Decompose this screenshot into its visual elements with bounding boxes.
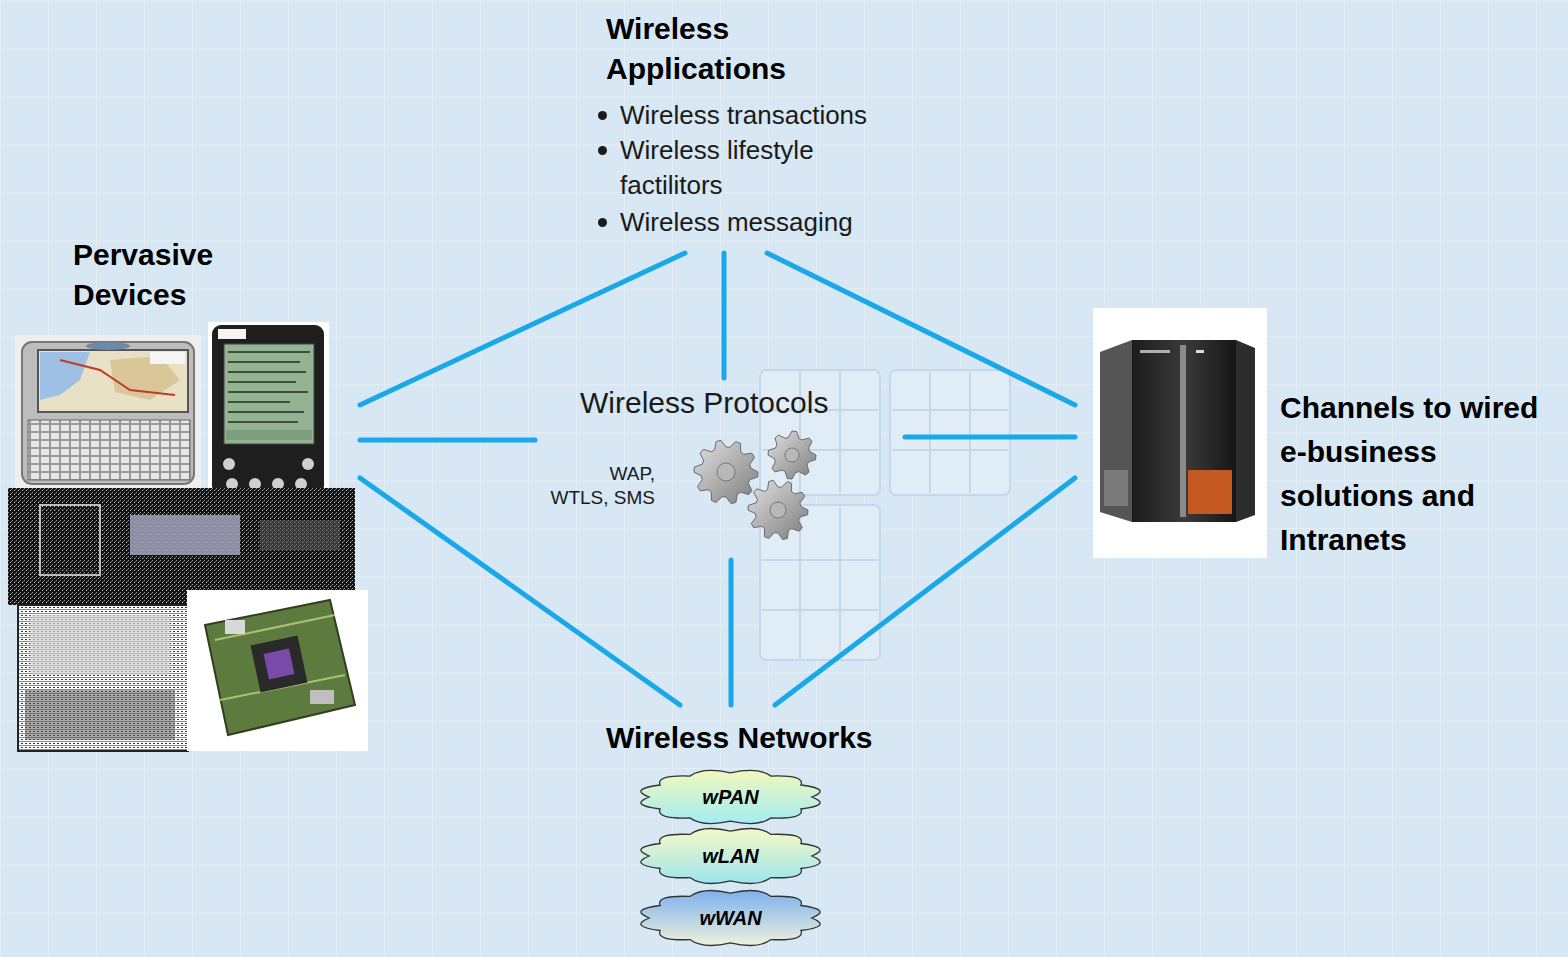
connector-line (360, 253, 685, 405)
pervasive-device-pictures-part (130, 515, 240, 555)
server-picture (1093, 308, 1267, 558)
pervasive-device-pictures-part (18, 605, 188, 751)
pervasive-device-pictures-part (187, 590, 368, 751)
server-picture-part (1093, 308, 1267, 558)
pervasive-device-pictures-part (225, 620, 245, 634)
cloud-label: wPAN (702, 785, 758, 809)
protocol-list: WAP, WTLS, SMS (547, 462, 655, 510)
pervasive-device-pictures-part (215, 615, 345, 700)
network-cloud: wPAN (633, 766, 828, 828)
pervasive-device-pictures-part (60, 360, 175, 395)
gear-icon (694, 431, 816, 540)
pervasive-device-pictures-part (205, 600, 355, 735)
group-heading: Channels to wired e-business solutions a… (1280, 386, 1562, 562)
device-group: Pervasive Devices (10, 230, 360, 752)
group-heading: Wireless Protocols (580, 383, 890, 423)
server-picture-part (1196, 350, 1204, 353)
bullet-item: Wireless lifestyle factilitors (597, 133, 897, 203)
gear-wheel (694, 440, 758, 503)
cloud-outline-path (641, 770, 820, 823)
connector-line (905, 435, 1075, 440)
connector-line (729, 560, 734, 705)
pervasive-device-pictures-part (218, 329, 246, 339)
pervasive-device-pictures-part (18, 605, 188, 751)
server-picture-part (1132, 340, 1236, 522)
pervasive-device-pictures-part (40, 505, 100, 575)
server-picture-part (1104, 470, 1128, 506)
pervasive-device-pictures-part (30, 615, 170, 675)
pervasive-device-pictures-part (40, 352, 90, 400)
connector-line (360, 478, 680, 705)
cloud-outline-path (641, 891, 820, 946)
pervasive-device-pictures-part (224, 344, 314, 444)
gear-hub (770, 502, 786, 518)
pervasive-device-pictures-part (25, 690, 175, 740)
group-heading: Pervasive Devices (73, 235, 283, 315)
gear-wheel (748, 480, 808, 539)
pervasive-device-pictures (8, 322, 368, 751)
pervasive-device-pictures-part (260, 520, 340, 550)
wired-channel-group: Channels to wired e-business solutions a… (1075, 305, 1566, 566)
connector-line (767, 253, 1075, 405)
pervasive-device-pictures-part (8, 488, 355, 605)
pervasive-device-pictures-part (223, 458, 235, 470)
network-group: wPAN wLAN wWAN Wireless Networks (600, 705, 905, 955)
group-heading: Wireless Applications (606, 9, 856, 89)
pervasive-device-pictures-part (212, 325, 324, 495)
pervasive-device-pictures-part (264, 649, 295, 680)
pervasive-device-pictures-part (86, 342, 130, 350)
group-heading: Wireless Networks (606, 718, 901, 758)
gear (768, 431, 816, 479)
pervasive-device-pictures-part (15, 335, 201, 488)
cloud-outline-path (641, 829, 820, 884)
pervasive-device-pictures-part (22, 342, 194, 484)
pervasive-device-pictures-part (310, 690, 334, 704)
pervasive-device-pictures-part (38, 350, 188, 412)
gear-hub (785, 448, 799, 462)
pervasive-device-pictures-part (208, 322, 329, 498)
pervasive-device-pictures-part (226, 430, 312, 440)
server-picture-part (1100, 340, 1132, 522)
cloud-label: wLAN (702, 844, 759, 868)
cloud-label: wWAN (699, 906, 761, 930)
gear-hub (717, 463, 735, 481)
connector-line (360, 438, 535, 443)
server-picture-part (1180, 345, 1186, 517)
pervasive-device-pictures-part (150, 352, 185, 364)
bullet-item: Wireless messaging (597, 205, 897, 240)
network-cloud: wLAN (633, 824, 828, 888)
pervasive-device-pictures-part (302, 458, 314, 470)
chip-watermark-part (892, 372, 1008, 493)
chip-watermark-part (890, 370, 1010, 495)
server-picture-part (1188, 470, 1232, 514)
connector-line (722, 253, 727, 378)
gear (694, 440, 758, 503)
connector-line (775, 478, 1075, 705)
server-picture-part (1140, 350, 1170, 353)
server-picture-part (1236, 340, 1255, 522)
gear-wheel (768, 431, 816, 479)
application-group: Wireless ApplicationsWireless transactio… (590, 5, 910, 253)
pervasive-device-pictures-part (251, 636, 308, 693)
network-cloud: wWAN (633, 886, 828, 950)
protocol-group: Wireless ProtocolsWAP, WTLS, SMS (535, 378, 905, 560)
pervasive-device-pictures-part (28, 420, 190, 480)
gear (748, 480, 808, 539)
bullet-item: Wireless transactions (597, 98, 897, 133)
pervasive-device-pictures-part (228, 352, 310, 422)
